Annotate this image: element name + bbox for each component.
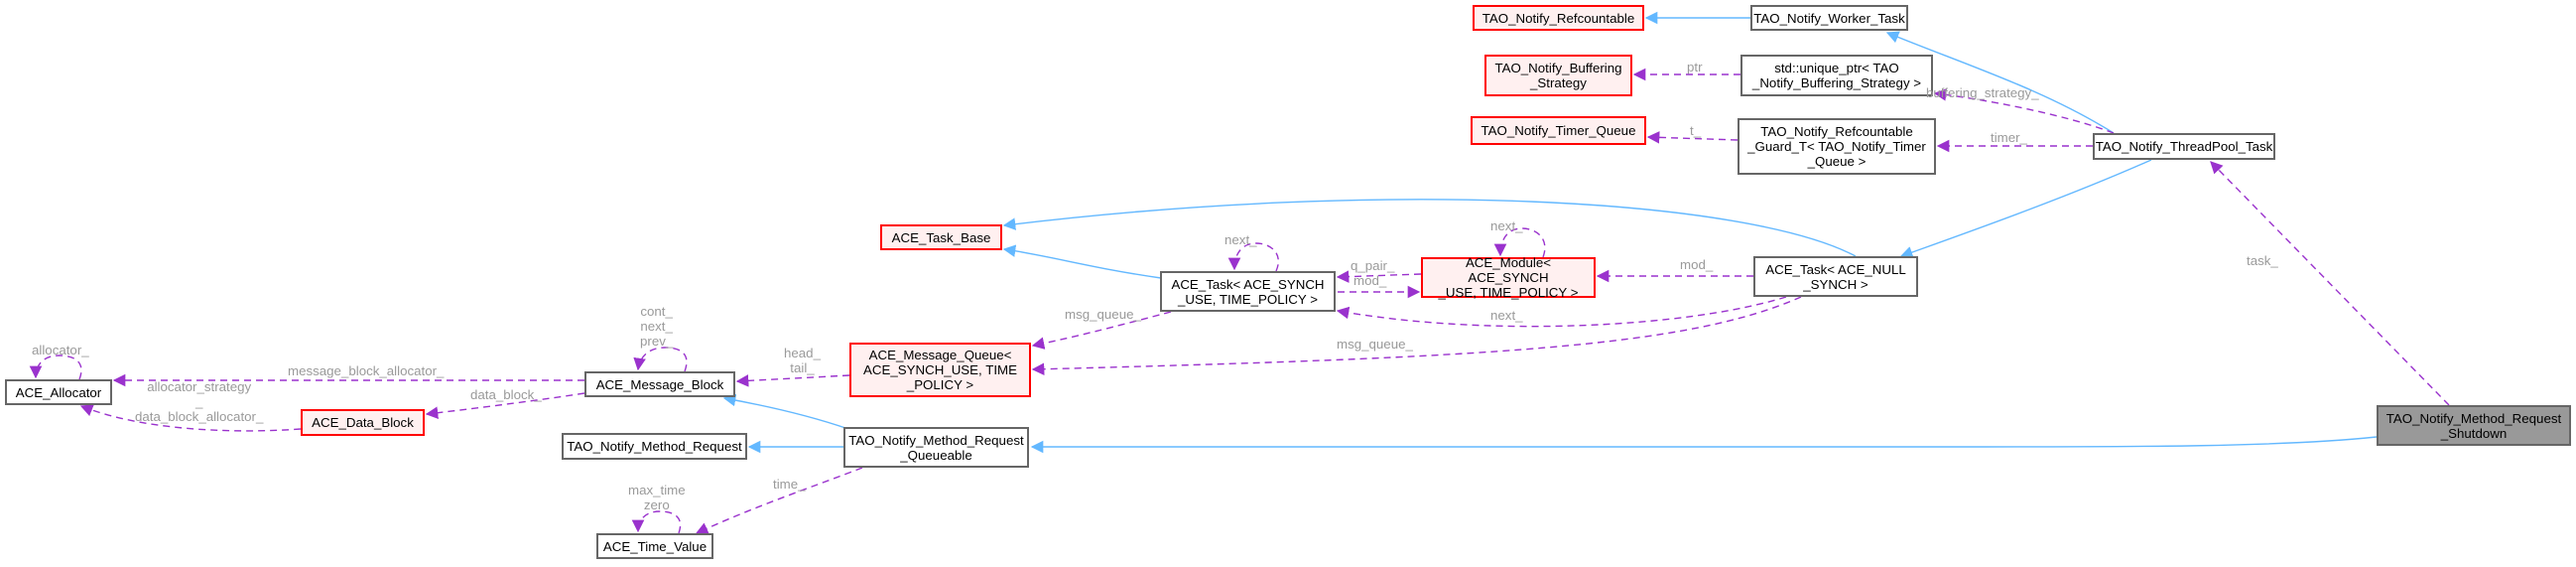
edge-label-allocator-strategy: allocator_strategy _ data_block_allocato…	[135, 379, 264, 424]
edge-label-data-block: data_block_	[470, 387, 542, 402]
node-tao-notify-threadpool-task[interactable]: TAO_Notify_ThreadPool_Task	[2093, 133, 2275, 160]
node-tao-notify-method-request[interactable]: TAO_Notify_Method_Request	[562, 433, 747, 460]
edge-label-t: t_	[1690, 123, 1702, 138]
node-ace-task-base[interactable]: ACE_Task_Base	[880, 224, 1002, 250]
node-ace-task-synch-use[interactable]: ACE_Task< ACE_SYNCH _USE, TIME_POLICY >	[1160, 271, 1336, 312]
edge-mem-msgblock-self	[633, 347, 688, 372]
node-ace-message-queue[interactable]: ACE_Message_Queue< ACE_SYNCH_USE, TIME _…	[849, 343, 1031, 397]
edge-label-buffering-strategy: buffering_strategy_	[1926, 85, 2039, 100]
edge-mem-datablock	[425, 392, 585, 419]
edge-label-ptr: ptr	[1687, 60, 1703, 74]
edge-label-max-time-zero: max_time zero	[628, 483, 686, 512]
edge-label-timer: timer_	[1991, 130, 2027, 145]
node-tao-notify-timer-queue[interactable]: TAO_Notify_Timer_Queue	[1471, 116, 1646, 145]
node-ace-module[interactable]: ACE_Module< ACE_SYNCH _USE, TIME_POLICY …	[1421, 255, 1596, 300]
edge-inh-acetasksynch-taskbase	[1002, 244, 1162, 279]
node-tao-notify-refcountable[interactable]: TAO_Notify_Refcountable	[1473, 5, 1644, 31]
edge-mem-datablock-allocator	[79, 404, 302, 432]
node-std-unique-ptr[interactable]: std::unique_ptr< TAO _Notify_Buffering_S…	[1740, 55, 1933, 96]
edge-mem-msgqueue-null	[1031, 296, 1802, 376]
node-ace-time-value[interactable]: ACE_Time_Value	[596, 533, 713, 559]
edge-mem-task	[2210, 161, 2450, 406]
edge-mem-next-module-self	[1493, 227, 1546, 258]
edge-mem-time	[695, 467, 863, 534]
edge-label-mod-null: mod_	[1680, 257, 1714, 272]
edge-label-task: task_	[2247, 253, 2278, 268]
edge-label-next-task-synch: next_	[1224, 232, 1257, 247]
edge-label-next-module: next_	[1490, 218, 1523, 233]
edge-inh-threadpool-worker	[1885, 31, 2115, 134]
node-tao-notify-method-request-queueable[interactable]: TAO_Notify_Method_Request _Queueable	[843, 427, 1029, 468]
edge-label-mod-synch: mod_	[1353, 273, 1387, 288]
node-ace-task-null-synch[interactable]: ACE_Task< ACE_NULL _SYNCH >	[1753, 256, 1918, 297]
edge-mem-t	[1646, 131, 1739, 144]
node-ace-data-block[interactable]: ACE_Data_Block	[301, 409, 425, 436]
node-tao-notify-refcountable-guard[interactable]: TAO_Notify_Refcountable _Guard_T< TAO_No…	[1738, 118, 1936, 175]
node-ace-message-block[interactable]: ACE_Message_Block	[584, 371, 735, 397]
edge-mem-head-tail	[735, 374, 850, 387]
edge-inh-threadpool-acetasknull	[1899, 159, 2152, 259]
edge-label-head-tail: head_ tail_	[784, 346, 821, 375]
node-tao-notify-buffering-strategy[interactable]: TAO_Notify_Buffering _Strategy	[1484, 55, 1632, 96]
node-ace-allocator[interactable]: ACE_Allocator	[5, 379, 112, 405]
edge-label-msg-queue-synch: msg_queue_	[1065, 307, 1141, 322]
edge-inh-queueable-messageblock	[722, 393, 849, 430]
edge-label-cont-next-prev: cont_ next_ prev_	[640, 304, 674, 349]
edge-label-q-pair: q_pair_	[1351, 258, 1395, 273]
edge-mem-next-synch-self	[1227, 242, 1279, 272]
edge-mem-allocator-self	[29, 354, 82, 380]
edge-label-allocator-self: allocator_	[32, 343, 89, 357]
node-tao-notify-method-request-shutdown-focus: TAO_Notify_Method_Request _Shutdown	[2377, 405, 2571, 446]
edge-label-time: time_	[773, 477, 806, 492]
edge-inh-acetasknull-taskbase	[1002, 199, 1857, 257]
edge-label-message-block-allocator: message_block_allocator_	[288, 363, 445, 378]
edge-mem-time-self	[631, 510, 682, 534]
edge-mem-next-null	[1336, 296, 1787, 328]
node-tao-notify-worker-task[interactable]: TAO_Notify_Worker_Task	[1750, 5, 1908, 31]
edge-label-next-null: next_	[1490, 308, 1523, 323]
edge-inh-shutdown-queueable	[1030, 436, 2378, 454]
edge-label-msg-queue-null: msg_queue_	[1337, 337, 1413, 352]
edge-mem-qpair	[1336, 270, 1422, 283]
